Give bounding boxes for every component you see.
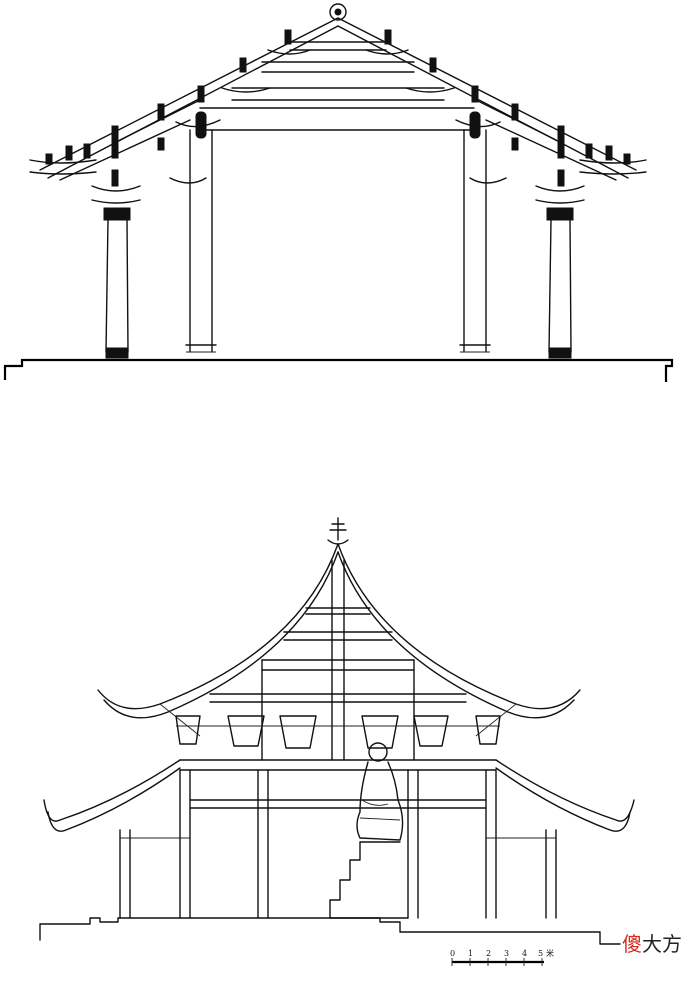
watermark-logo: 傻大方 (622, 928, 682, 957)
upper-brackets (175, 715, 501, 749)
seated-statue (356, 742, 404, 841)
bracket-arms (29, 49, 647, 204)
outer-columns (103, 207, 574, 359)
bracket-sets (45, 29, 631, 187)
ridge-finial (327, 517, 349, 545)
scale-bar: 0 1 2 3 4 5 米 (450, 948, 554, 966)
scale-unit: 米 (546, 948, 554, 958)
watermark-accent: 傻 (622, 932, 642, 956)
scale-tick-1: 1 (468, 949, 473, 958)
scale-tick-0: 0 (450, 949, 455, 958)
staircase (329, 841, 409, 919)
watermark-text: 大方 (642, 932, 682, 956)
beams (39, 17, 637, 181)
bottom-hall-section: 0 1 2 3 4 5 米 (39, 517, 635, 966)
scale-tick-3: 3 (504, 949, 509, 958)
inner-columns (185, 129, 491, 353)
top-frame-section (3, 3, 674, 382)
upper-roof (97, 543, 581, 737)
ground-line (3, 358, 674, 382)
lower-roof (43, 759, 635, 832)
ridge-ornament (329, 3, 347, 21)
lower-structure (119, 759, 557, 919)
ground-profile (39, 917, 621, 945)
scale-tick-4: 4 (522, 949, 527, 958)
scale-tick-5: 5 (538, 949, 543, 958)
upper-trusses (209, 559, 467, 761)
scale-tick-2: 2 (486, 949, 491, 958)
